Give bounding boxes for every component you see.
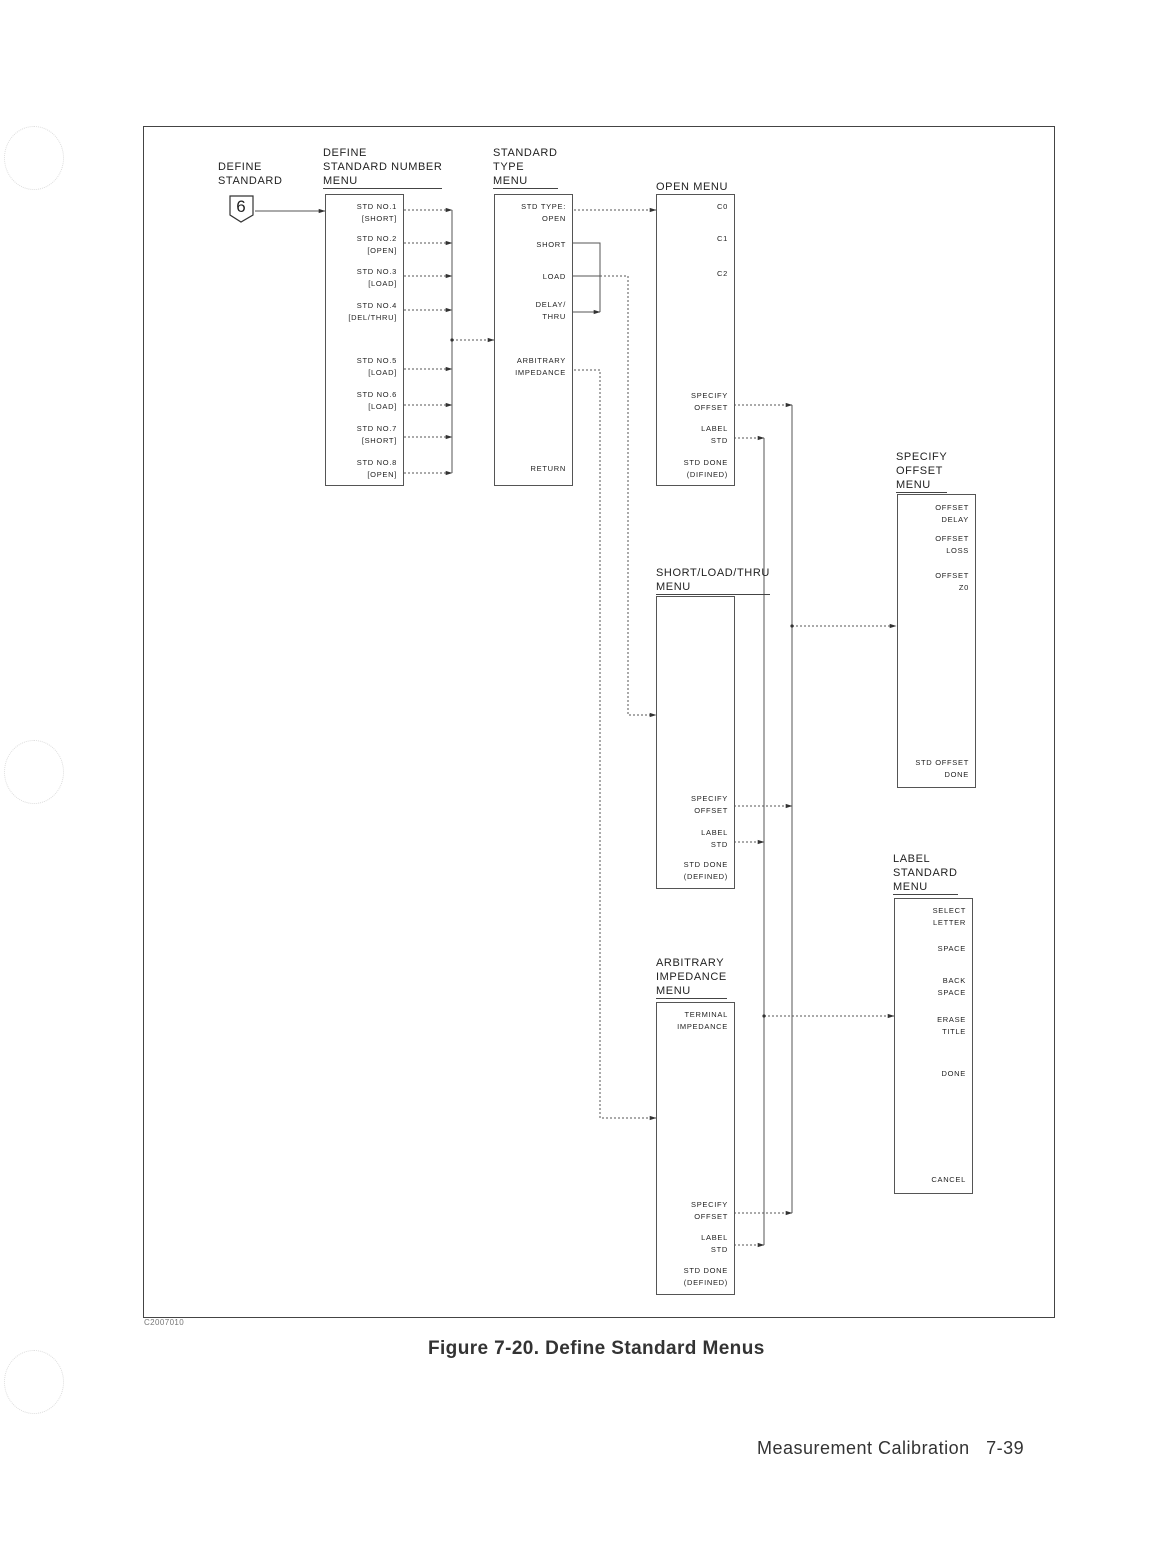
hardkey-define-standard[interactable]: 6 xyxy=(229,195,255,223)
softkey-short[interactable]: SHORT xyxy=(536,240,566,249)
softkey-c1[interactable]: C1 xyxy=(717,234,728,243)
figure-caption: Figure 7-20. Define Standard Menus xyxy=(428,1338,765,1359)
label-standard-menu-title: LABEL STANDARD MENU xyxy=(893,853,958,895)
figure-id: C2007010 xyxy=(144,1318,185,1327)
softkey-c0[interactable]: C0 xyxy=(717,202,728,211)
softkey-space[interactable]: SPACE xyxy=(937,944,966,953)
softkey-load[interactable]: LOAD xyxy=(542,272,566,281)
softkey-specify-offset[interactable]: SPECIFY OFFSET xyxy=(691,794,728,815)
softkey-std-no-2[interactable]: STD NO.2 [OPEN] xyxy=(356,234,397,255)
softkey-std-no-5[interactable]: STD NO.5 [LOAD] xyxy=(356,356,397,377)
std-type-menu: STD TYPE: OPEN SHORT LOAD DELAY/ THRU AR… xyxy=(494,194,573,486)
softkey-label-std[interactable]: LABEL STD xyxy=(701,424,728,445)
label-standard-menu: SELECT LETTER SPACE BACK SPACE ERASE TIT… xyxy=(894,898,973,1194)
softkey-std-type-open[interactable]: STD TYPE: OPEN xyxy=(521,202,566,223)
arbitrary-menu-title: ARBITRARY IMPEDANCE MENU xyxy=(656,957,727,999)
softkey-std-no-8[interactable]: STD NO.8 [OPEN] xyxy=(356,458,397,479)
softkey-back-space[interactable]: BACK SPACE xyxy=(937,976,966,997)
softkey-label-std[interactable]: LABEL STD xyxy=(701,828,728,849)
softkey-specify-offset[interactable]: SPECIFY OFFSET xyxy=(691,1200,728,1221)
softkey-std-done[interactable]: STD DONE (DIFINED) xyxy=(683,458,728,479)
short-load-thru-menu: SPECIFY OFFSET LABEL STD STD DONE (DEFIN… xyxy=(656,596,735,889)
softkey-arbitrary-impedance[interactable]: ARBITRARY IMPEDANCE xyxy=(515,356,566,377)
softkey-std-no-7[interactable]: STD NO.7 [SHORT] xyxy=(356,424,397,445)
softkey-label-std[interactable]: LABEL STD xyxy=(701,1233,728,1254)
arbitrary-impedance-menu: TERMINAL IMPEDANCE SPECIFY OFFSET LABEL … xyxy=(656,1002,735,1295)
punch-hole xyxy=(4,126,64,190)
softkey-select-letter[interactable]: SELECT LETTER xyxy=(932,906,966,927)
softkey-std-no-6[interactable]: STD NO.6 [LOAD] xyxy=(356,390,397,411)
wire-short-load-thru xyxy=(572,275,657,718)
std-number-menu: STD NO.1 [SHORT] STD NO.2 [OPEN] STD NO.… xyxy=(325,194,404,486)
softkey-terminal-impedance[interactable]: TERMINAL IMPEDANCE xyxy=(677,1010,728,1031)
softkey-std-done[interactable]: STD DONE (DEFINED) xyxy=(683,1266,728,1287)
hardkey-label: DEFINE STANDARD xyxy=(218,161,283,187)
page-footer: Measurement Calibration 7-39 xyxy=(757,1438,1025,1458)
specify-offset-menu-title: SPECIFY OFFSET MENU xyxy=(896,451,948,493)
softkey-std-no-3[interactable]: STD NO.3 [LOAD] xyxy=(356,267,397,288)
softkey-erase-title[interactable]: ERASE TITLE xyxy=(937,1015,966,1036)
softkey-std-done[interactable]: STD DONE (DEFINED) xyxy=(683,860,728,881)
specify-offset-menu: OFFSET DELAY OFFSET LOSS OFFSET Z0 STD O… xyxy=(897,494,976,788)
softkey-offset-loss[interactable]: OFFSET LOSS xyxy=(935,534,969,555)
softkey-done[interactable]: DONE xyxy=(941,1069,966,1078)
softkey-c2[interactable]: C2 xyxy=(717,269,728,278)
softkey-std-no-1[interactable]: STD NO.1 [SHORT] xyxy=(356,202,397,223)
figure-frame xyxy=(143,126,1055,1318)
hardkey-number: 6 xyxy=(236,197,246,216)
wire-arbitrary xyxy=(566,369,657,1121)
softkey-std-no-4[interactable]: STD NO.4 [DEL/THRU] xyxy=(348,301,397,322)
open-menu-title: OPEN MENU xyxy=(656,181,729,195)
punch-hole xyxy=(4,740,64,804)
std-type-menu-title: STANDARD TYPE MENU xyxy=(493,147,558,189)
open-menu: C0 C1 C2 SPECIFY OFFSET LABEL STD STD DO… xyxy=(656,194,735,486)
punch-hole xyxy=(4,1350,64,1414)
softkey-cancel[interactable]: CANCEL xyxy=(931,1175,966,1184)
short-load-thru-menu-title: SHORT/LOAD/THRU MENU xyxy=(656,567,770,595)
softkey-return[interactable]: RETURN xyxy=(530,464,566,473)
softkey-delay-thru[interactable]: DELAY/ THRU xyxy=(535,300,566,321)
std-number-menu-title: DEFINE STANDARD NUMBER MENU xyxy=(323,147,443,189)
softkey-offset-delay[interactable]: OFFSET DELAY xyxy=(935,503,969,524)
softkey-offset-z0[interactable]: OFFSET Z0 xyxy=(935,571,969,592)
softkey-std-offset-done[interactable]: STD OFFSET DONE xyxy=(915,758,969,779)
softkey-specify-offset[interactable]: SPECIFY OFFSET xyxy=(691,391,728,412)
